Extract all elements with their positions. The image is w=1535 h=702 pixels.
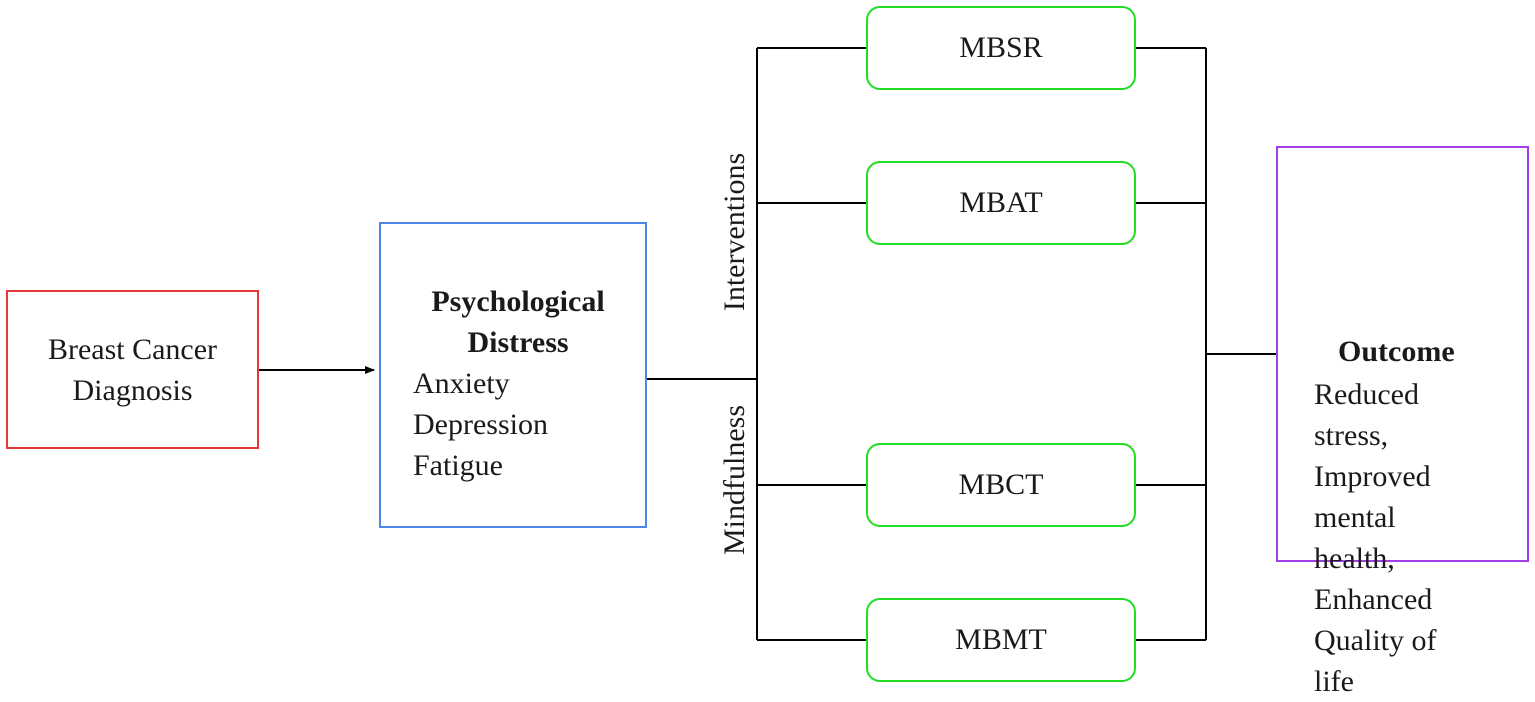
- distress-item-anxiety: Anxiety: [413, 367, 510, 400]
- distress-item-fatigue: Fatigue: [413, 449, 503, 482]
- intervention-mbsr-box: MBSR: [866, 6, 1136, 90]
- psychological-distress-box: Psychological Distress Anxiety Depressio…: [379, 222, 647, 528]
- interventions-label: Interventions: [718, 152, 751, 312]
- distress-title-line-1: Psychological: [431, 285, 605, 318]
- distress-title-line-2: Distress: [467, 326, 569, 359]
- intervention-mbsr-label: MBSR: [959, 31, 1043, 64]
- outcome-line-1: Reduced: [1314, 378, 1419, 411]
- distress-item-depression: Depression: [413, 408, 548, 441]
- diagnosis-line-2: Diagnosis: [72, 373, 193, 407]
- intervention-mbat-label: MBAT: [959, 186, 1043, 219]
- outcome-line-6: Enhanced: [1314, 583, 1433, 616]
- outcome-line-3: Improved: [1314, 460, 1431, 493]
- outcome-title: Outcome: [1338, 335, 1455, 368]
- outcome-box: Outcome Reduced stress, Improved mental …: [1276, 146, 1529, 698]
- mindfulness-label: Mindfulness: [718, 405, 751, 555]
- intervention-mbct-label: MBCT: [958, 468, 1044, 501]
- intervention-mbmt-box: MBMT: [866, 598, 1136, 682]
- distress-items: Anxiety Depression Fatigue: [413, 363, 548, 486]
- intervention-mbct-box: MBCT: [866, 443, 1136, 527]
- outcome-line-2: stress,: [1314, 419, 1389, 452]
- distress-title: Psychological Distress: [381, 281, 645, 363]
- outcome-line-4: mental: [1314, 501, 1396, 534]
- breast-cancer-diagnosis-box: Breast Cancer Diagnosis: [6, 290, 259, 449]
- intervention-mbmt-label: MBMT: [955, 623, 1047, 656]
- outcome-line-8: life: [1314, 665, 1354, 698]
- outcome-line-5: health,: [1314, 542, 1395, 575]
- diagnosis-line-1: Breast Cancer: [47, 332, 218, 366]
- intervention-mbat-box: MBAT: [866, 161, 1136, 245]
- outcome-lines: Reduced stress, Improved mental health, …: [1314, 374, 1436, 702]
- outcome-line-7: Quality of: [1314, 624, 1437, 657]
